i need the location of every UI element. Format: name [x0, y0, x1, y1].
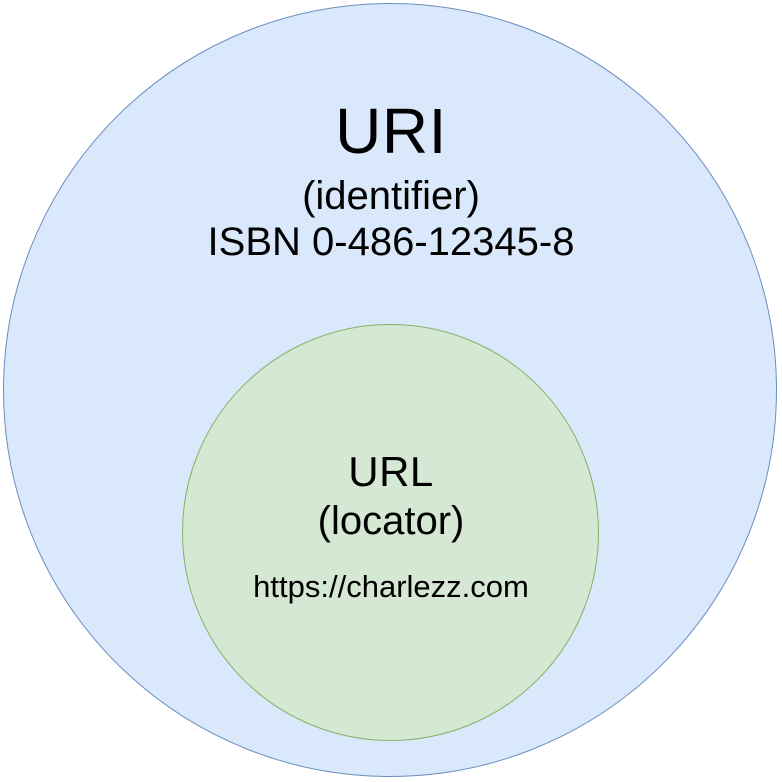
- uri-label-group: URI (identifier) ISBN 0-486-12345-8: [0, 95, 782, 265]
- uri-title: URI: [335, 95, 447, 167]
- url-title: URL: [348, 448, 434, 495]
- uri-example-isbn: ISBN 0-486-12345-8: [207, 220, 575, 265]
- url-subtitle: (locator): [317, 499, 465, 544]
- uri-subtitle: (identifier): [302, 173, 480, 218]
- url-example-address: https://charlezz.com: [253, 568, 529, 604]
- url-set-circle[interactable]: [182, 324, 599, 741]
- url-label-group: URL (locator) https://charlezz.com: [0, 448, 782, 605]
